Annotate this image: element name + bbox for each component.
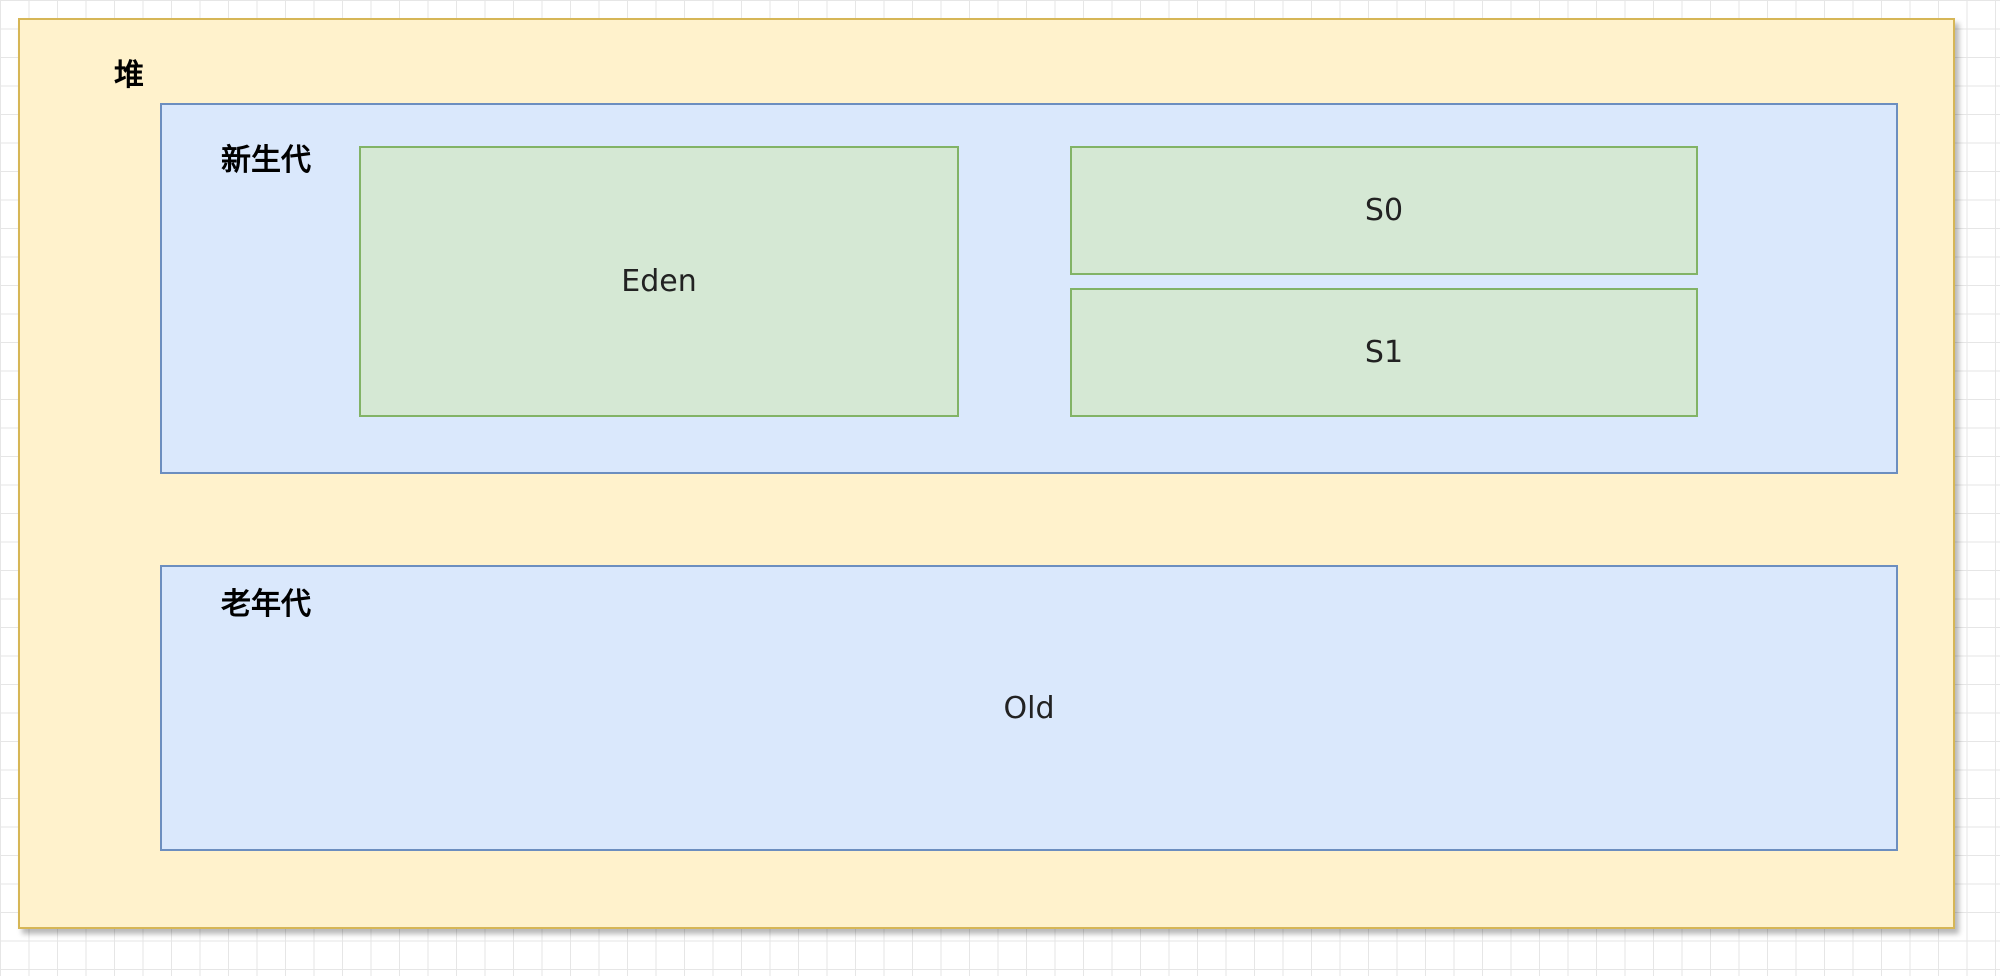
- survivor-1-space[interactable]: S1: [1070, 288, 1698, 417]
- eden-space[interactable]: Eden: [359, 146, 959, 417]
- young-generation-label: 新生代: [221, 143, 311, 178]
- survivor-1-label: S1: [1364, 335, 1404, 370]
- survivor-0-label: S0: [1364, 193, 1404, 228]
- survivor-0-space[interactable]: S0: [1070, 146, 1698, 275]
- heap-label: 堆: [114, 58, 144, 93]
- old-generation-label: 老年代: [221, 587, 311, 622]
- eden-label: Eden: [621, 264, 697, 299]
- old-space-text-area: Old: [160, 565, 1898, 851]
- old-generation-container[interactable]: [160, 565, 1898, 851]
- old-space-label: Old: [1003, 690, 1055, 726]
